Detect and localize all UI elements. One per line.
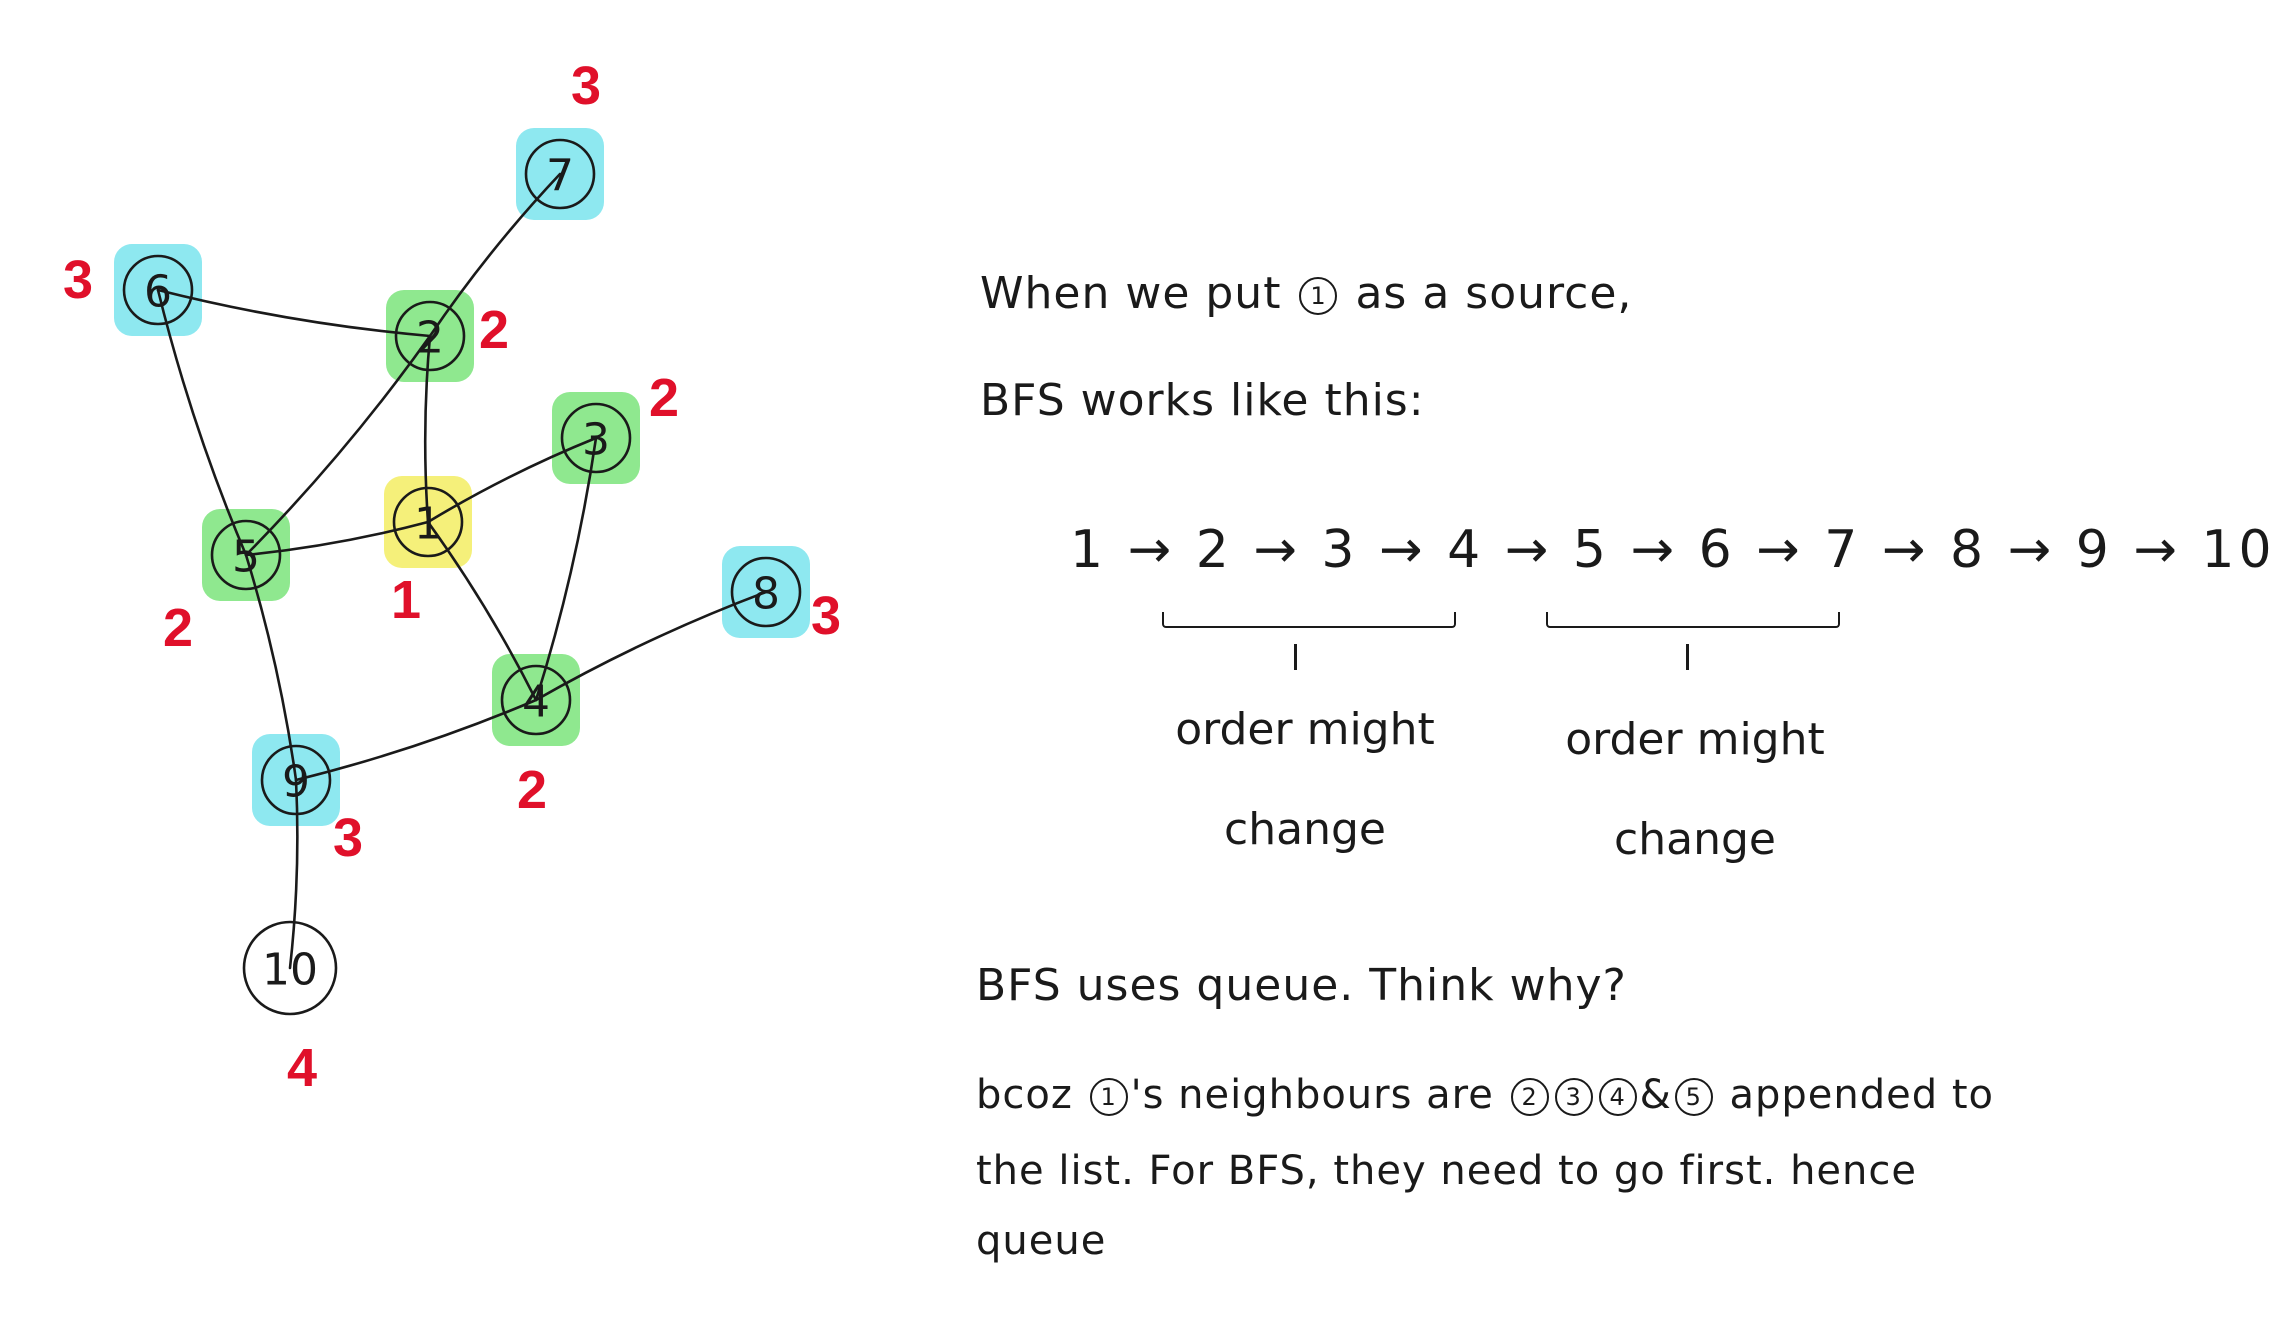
queue-question: BFS uses queue. Think why? (976, 960, 1627, 1011)
edge-1-4 (426, 520, 538, 702)
node-7 (524, 138, 596, 210)
node-6-level: 3 (63, 250, 93, 310)
brace-level-2-note-line2: change (1224, 804, 1386, 855)
edge-4-9 (294, 698, 538, 782)
intro-text-after: as a source, (1355, 268, 1633, 319)
brace-level-3-note-line1: order might (1565, 714, 1825, 765)
brace-level-2 (1162, 612, 1456, 628)
answer-neighbour-circle: 2 (1510, 1078, 1549, 1116)
node-3 (560, 402, 632, 474)
answer-neighbour-circle: 4 (1598, 1078, 1637, 1116)
brace-level-3-note: order might change (1530, 690, 1860, 890)
node-10-level: 4 (287, 1038, 317, 1098)
brace-level-2-note-line1: order might (1175, 704, 1435, 755)
edge-5-9 (244, 553, 298, 782)
node-10 (242, 920, 338, 1016)
node-8 (730, 556, 802, 628)
intro-line-1: When we put 1 as a source, (980, 268, 1632, 319)
node-4-level: 2 (517, 760, 547, 820)
edge-4-8 (534, 590, 768, 702)
answer-line-3: queue (976, 1218, 1107, 1264)
edge-9-10 (288, 778, 299, 970)
node-1-level: 1 (391, 570, 421, 630)
brace-level-3-note-line2: change (1614, 814, 1776, 865)
bfs-order-sequence: 1 → 2 → 3 → 4 → 5 → 6 → 7 → 8 → 9 → 10 (1070, 520, 2276, 580)
source-node-circle: 1 (1299, 277, 1338, 315)
node-2-level: 2 (479, 300, 509, 360)
node-8-level: 3 (811, 586, 841, 646)
brace-level-3 (1546, 612, 1840, 628)
node-3-label: 3 (582, 415, 610, 466)
brace-level-2-note: order might change (1140, 680, 1470, 880)
intro-line-2: BFS works like this: (980, 375, 1425, 426)
node-1-label: 1 (414, 499, 442, 550)
answer-neighbour-circle: 5 (1674, 1078, 1713, 1116)
node-3-level: 2 (649, 368, 679, 428)
edge-1-5 (244, 520, 430, 557)
node-2 (394, 300, 466, 372)
answer-source-circle: 1 (1089, 1078, 1128, 1116)
edge-2-7 (428, 172, 562, 338)
answer-post-text: appended to (1729, 1072, 1995, 1118)
node-6-label: 6 (144, 267, 172, 318)
edge-1-2 (423, 334, 432, 524)
node-9-level: 3 (333, 808, 363, 868)
node-9 (260, 744, 332, 816)
answer-line-2: the list. For BFS, they need to go first… (976, 1148, 1917, 1194)
answer-ampersand: & (1639, 1072, 1672, 1118)
brace-level-2-stem (1294, 644, 1297, 670)
edge-1-3 (426, 436, 598, 524)
node-5-label: 5 (232, 532, 260, 583)
node-2-label: 2 (416, 313, 444, 364)
node-1 (392, 486, 464, 558)
node-9-label: 9 (282, 757, 310, 808)
node-4 (500, 664, 572, 736)
node-10-label: 10 (262, 945, 318, 996)
node-7-label: 7 (546, 151, 574, 202)
answer-mid-text: 's neighbours are (1130, 1072, 1494, 1118)
intro-text-before: When we put (980, 268, 1282, 319)
node-7-level: 3 (571, 56, 601, 116)
node-5 (210, 519, 282, 591)
node-6 (122, 254, 194, 326)
brace-level-3-stem (1686, 644, 1689, 670)
edge-5-6 (156, 288, 248, 557)
edge-2-5 (244, 334, 432, 557)
node-5-level: 2 (163, 598, 193, 658)
answer-prefix: bcoz (976, 1072, 1073, 1118)
node-4-label: 4 (522, 677, 550, 728)
node-8-label: 8 (752, 569, 780, 620)
answer-neighbour-circle: 3 (1554, 1078, 1593, 1116)
